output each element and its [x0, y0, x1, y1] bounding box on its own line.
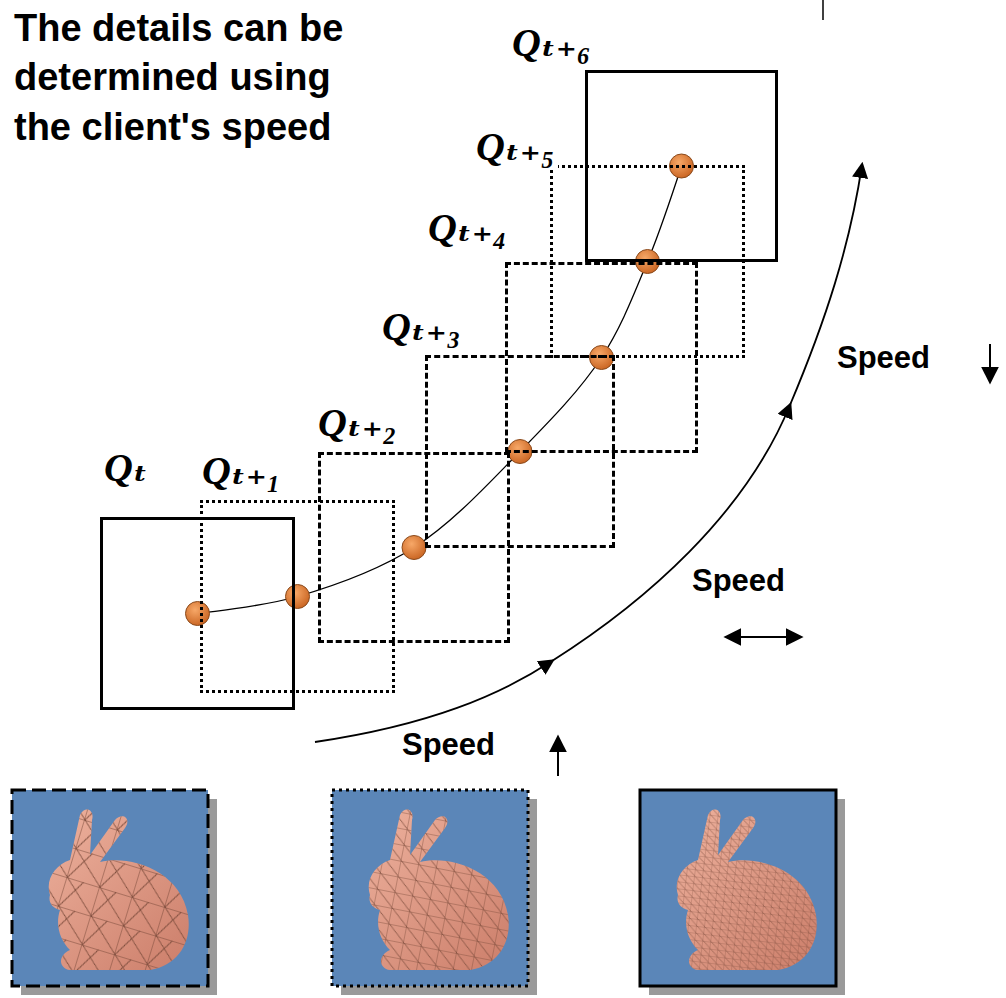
query-label: Qₜ₊₃	[379, 305, 464, 349]
query-label: Qₜ₊₅	[473, 125, 558, 169]
client-position	[186, 602, 210, 626]
client-position	[286, 585, 310, 609]
trajectory-line	[198, 166, 682, 614]
query-label: Qₜ₊₄	[425, 206, 510, 250]
query-label: Qₜ₊₂	[315, 401, 400, 445]
client-position	[402, 536, 426, 560]
client-trajectory	[186, 154, 694, 626]
speed-up-arrow	[557, 738, 559, 776]
speed-steady-arrow	[727, 636, 800, 638]
query-label: Qₜ₊₁	[199, 449, 284, 493]
query-label: Qₜ	[101, 446, 151, 490]
query-box: Qₜ₊₁	[200, 500, 395, 693]
speed-down-arrow	[989, 344, 991, 381]
speed-label: Speed	[690, 563, 787, 599]
query-box: Qₜ₊₆	[585, 70, 778, 262]
query-label: Qₜ₊₆	[509, 21, 594, 65]
speed-label: Speed	[400, 727, 497, 763]
speed-curve	[315, 165, 862, 742]
speed-label: Speed	[835, 340, 932, 376]
edge-tick	[822, 0, 824, 20]
title: The details can be determined using the …	[14, 4, 344, 152]
medium-bunny	[332, 790, 537, 995]
query-box: Qₜ	[100, 517, 295, 710]
fine-bunny	[640, 790, 845, 995]
coarse-bunny	[12, 790, 217, 995]
